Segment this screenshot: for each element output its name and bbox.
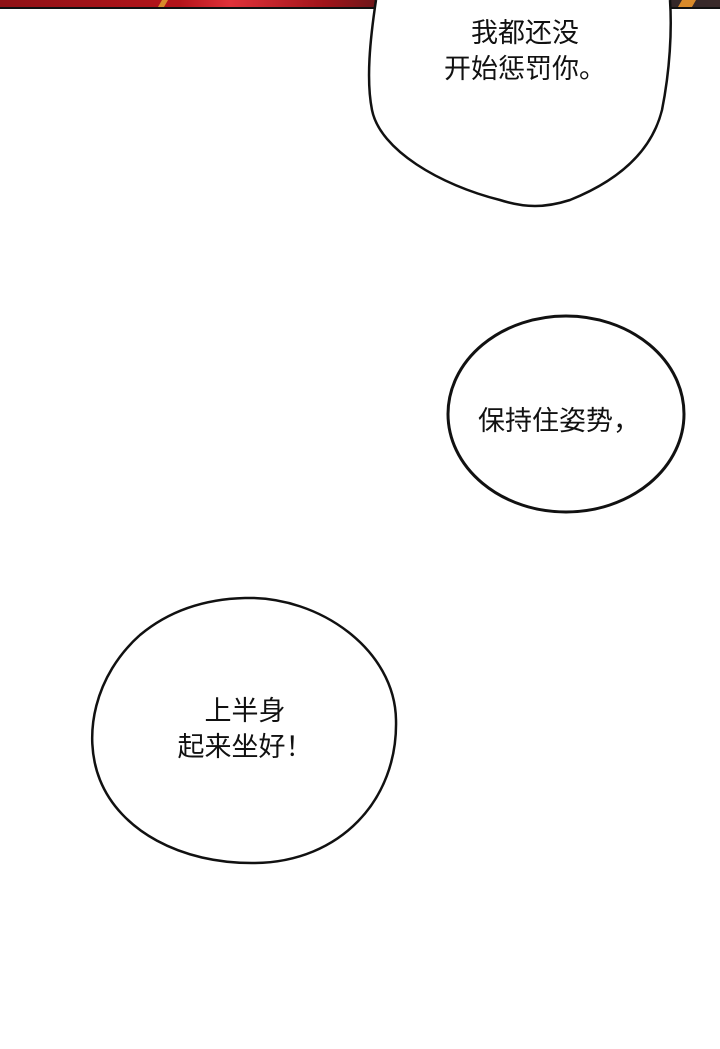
speech-bubble-3-text: 上半身 起来坐好！ [177,696,313,763]
speech-bubble-2-outline [446,314,686,514]
previous-panel-strip [0,0,720,9]
speech-bubble-2-text: 保持住姿势， [478,406,640,437]
speech-bubble-3-outline [90,596,398,865]
speech-bubble-1-text: 我都还没 开始惩罚你。 [444,18,606,85]
speech-bubble-1-outline [367,0,672,208]
